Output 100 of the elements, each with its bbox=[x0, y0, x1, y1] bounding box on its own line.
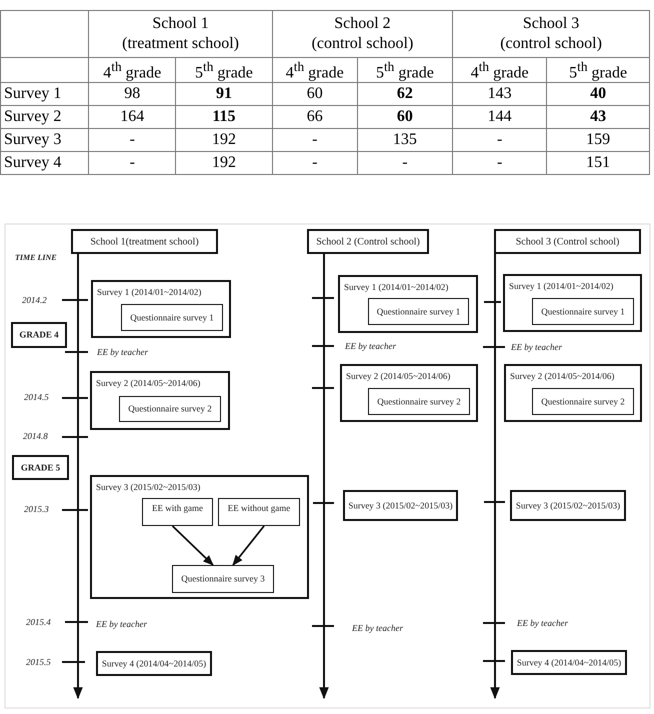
survey-box bbox=[503, 274, 642, 332]
date-label: 2015.4 bbox=[26, 617, 51, 628]
activity-label: Questionnaire survey 1 bbox=[541, 306, 625, 317]
table-cell: 60 bbox=[272, 82, 358, 106]
survey-box bbox=[90, 475, 309, 599]
column-header-cell: School 2 (control school) bbox=[272, 10, 453, 58]
timeline-arrow bbox=[73, 254, 83, 700]
activity-label: Questionnaire survey 2 bbox=[128, 404, 212, 414]
row-header-cell: Survey 2 bbox=[0, 106, 89, 129]
time-line-label: TIME LINE bbox=[15, 252, 57, 263]
date-label: 2014.2 bbox=[22, 295, 47, 306]
row-header-cell: Survey 4 bbox=[0, 152, 89, 175]
date-label: 2015.5 bbox=[26, 657, 51, 668]
date-label: 2015.3 bbox=[24, 504, 49, 515]
table-cell: 159 bbox=[546, 128, 650, 152]
school-header-box bbox=[307, 229, 429, 254]
date-label: 2014.5 bbox=[24, 392, 49, 403]
table-cell: 91 bbox=[176, 82, 272, 106]
table-cell: - bbox=[272, 128, 358, 152]
survey-box bbox=[340, 364, 478, 422]
timeline-arrow bbox=[319, 254, 329, 700]
table-cell: 66 bbox=[272, 106, 358, 129]
table-cell: - bbox=[272, 152, 358, 175]
event-label: EE by teacher bbox=[511, 342, 562, 353]
table-cell: 192 bbox=[176, 128, 272, 152]
grade-box bbox=[11, 322, 67, 348]
table-cell: - bbox=[452, 152, 547, 175]
column-header-cell: 5$^{th}$ grade bbox=[176, 58, 272, 83]
activity-box bbox=[368, 388, 470, 415]
column-header-cell: School 1 (treatment school) bbox=[88, 10, 272, 58]
row-header-cell: Survey 3 bbox=[0, 128, 89, 152]
column-header-cell: 4$^{th}$ grade bbox=[88, 58, 176, 83]
activity-label: EE with game bbox=[152, 503, 203, 514]
table-cell: - bbox=[452, 128, 547, 152]
activity-box bbox=[119, 396, 221, 422]
school-name: School 3 (Control school) bbox=[516, 236, 620, 247]
activity-box bbox=[172, 565, 274, 593]
table-cell: - bbox=[88, 152, 176, 175]
activity-label: Questionnaire survey 2 bbox=[541, 396, 625, 407]
column-header-cell: 5$^{th}$ grade bbox=[546, 58, 650, 83]
survey-box bbox=[96, 651, 212, 676]
school-name: School 2 (Control school) bbox=[316, 236, 420, 247]
column-header-cell: 4$^{th}$ grade bbox=[272, 58, 358, 83]
column-header-cell: 4$^{th}$ grade bbox=[452, 58, 547, 83]
survey-title: Survey 4 (2014/04~2014/05) bbox=[102, 658, 206, 669]
activity-box bbox=[532, 388, 634, 415]
survey-title: Survey 2 (2014/05~2014/06) bbox=[346, 371, 450, 382]
survey-title: Survey 4 (2014/04~2014/05) bbox=[516, 657, 622, 668]
table-cell: 144 bbox=[452, 106, 547, 129]
event-label: EE by teacher bbox=[352, 623, 403, 634]
table-cell: 60 bbox=[357, 106, 453, 129]
survey-box bbox=[504, 364, 642, 422]
survey-box bbox=[343, 490, 458, 521]
survey-box bbox=[510, 490, 626, 521]
table-cell: 192 bbox=[176, 152, 272, 175]
survey-title: Survey 1 (2014/01~2014/02) bbox=[509, 281, 614, 292]
activity-box bbox=[142, 498, 213, 526]
activity-box bbox=[121, 304, 223, 331]
table-cell: - bbox=[88, 128, 176, 152]
event-label: EE by teacher bbox=[345, 341, 396, 352]
arrow bbox=[232, 525, 265, 566]
grade-label: GRADE 4 bbox=[19, 330, 59, 340]
activity-label: Questionnaire survey 2 bbox=[377, 396, 461, 407]
date-label: 2014.8 bbox=[23, 431, 48, 442]
survey-title: Survey 2 (2014/05~2014/06) bbox=[96, 378, 200, 389]
survey-box bbox=[91, 280, 231, 338]
event-label: EE by teacher bbox=[517, 618, 568, 629]
table-cell: 115 bbox=[176, 106, 272, 129]
survey-title: Survey 3 (2015/02~2015/03) bbox=[516, 500, 620, 511]
grade-label: GRADE 5 bbox=[20, 462, 60, 473]
survey-title: Survey 1 (2014/01~2014/02) bbox=[344, 282, 448, 293]
survey-title: Survey 1 (2014/01~2014/02) bbox=[97, 287, 202, 298]
table-cell: 135 bbox=[357, 128, 453, 152]
row-header-cell: Survey 1 bbox=[0, 82, 89, 106]
table-cell: 143 bbox=[452, 82, 547, 106]
survey-box bbox=[90, 371, 230, 430]
event-label: EE by teacher bbox=[97, 347, 148, 358]
activity-box bbox=[218, 498, 300, 526]
school-name: School 1(treatment school) bbox=[90, 236, 199, 247]
table-cell: 40 bbox=[546, 82, 650, 106]
table-cell: 43 bbox=[546, 106, 650, 129]
event-label: EE by teacher bbox=[96, 619, 147, 630]
activity-label: Questionnaire survey 1 bbox=[130, 312, 214, 323]
survey-title: Survey 3 (2015/02~2015/03) bbox=[348, 500, 453, 511]
table-cell: 98 bbox=[88, 82, 176, 106]
column-header-cell: 5$^{th}$ grade bbox=[357, 58, 453, 83]
activity-label: EE without game bbox=[228, 503, 290, 514]
school-header-box bbox=[71, 229, 218, 254]
survey-title: Survey 3 (2015/02~2015/03) bbox=[96, 482, 200, 493]
table-cell: 164 bbox=[88, 106, 176, 129]
survey-box bbox=[338, 275, 478, 333]
activity-label: Questionnaire survey 3 bbox=[181, 574, 265, 584]
survey-box bbox=[511, 650, 627, 675]
table-cell: 62 bbox=[357, 82, 453, 106]
arrow bbox=[172, 525, 214, 566]
activity-box bbox=[532, 298, 634, 325]
activity-label: Questionnaire survey 1 bbox=[376, 306, 460, 317]
survey-title: Survey 2 (2014/05~2014/06) bbox=[510, 371, 614, 382]
timeline-arrow bbox=[490, 254, 500, 700]
table-cell: 151 bbox=[546, 152, 650, 175]
